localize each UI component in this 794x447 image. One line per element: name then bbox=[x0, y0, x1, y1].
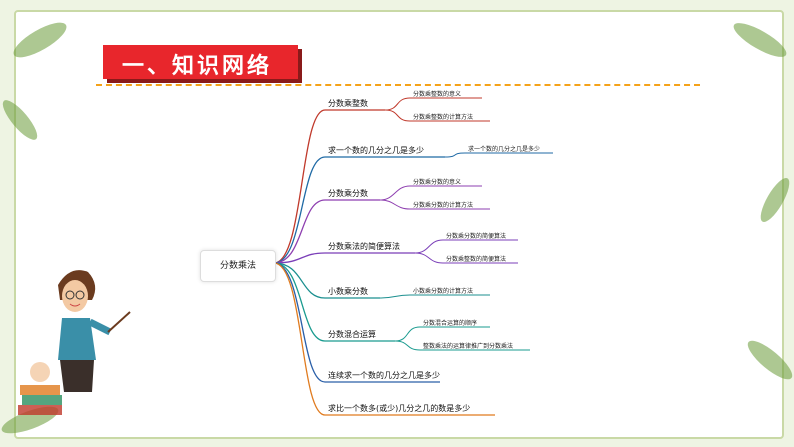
child-label: 分数乘整数的简便算法 bbox=[446, 256, 507, 263]
child-label: 分数混合运算的顺序 bbox=[423, 320, 478, 327]
branch-connector bbox=[273, 252, 326, 264]
branch-connector bbox=[273, 262, 326, 416]
child-connector bbox=[379, 185, 411, 201]
branch-label: 分数乘分数 bbox=[328, 189, 368, 198]
section-title: 一、知识网络 bbox=[122, 54, 273, 79]
child-label: 分数乘整数的计算方法 bbox=[413, 114, 474, 121]
branch-label: 分数混合运算 bbox=[328, 330, 376, 339]
branch-label: 求比一个数多(或少)几分之几的数是多少 bbox=[328, 404, 471, 413]
child-label: 整数乘法的运算律推广到分数乘法 bbox=[423, 343, 514, 350]
child-label: 分数乘分数的简便算法 bbox=[446, 233, 507, 240]
content-frame bbox=[14, 10, 784, 439]
branch-label: 连续求一个数的几分之几是多少 bbox=[328, 371, 440, 380]
mindmap-root: 分数乘法 bbox=[200, 250, 276, 282]
child-connector bbox=[379, 199, 411, 210]
child-connector bbox=[384, 97, 411, 111]
branch-label: 小数乘分数 bbox=[328, 287, 368, 296]
branch-connector bbox=[273, 156, 326, 264]
child-label: 分数乘分数的计算方法 bbox=[413, 202, 474, 209]
section-title-box bbox=[103, 45, 298, 79]
branch-label: 分数乘整数 bbox=[328, 99, 368, 108]
branch-label: 分数乘法的简便算法 bbox=[328, 242, 400, 251]
branch-connector bbox=[273, 109, 326, 264]
child-label: 求一个数的几分之几是多少 bbox=[468, 146, 541, 153]
child-connector bbox=[379, 294, 411, 299]
child-connector bbox=[444, 152, 466, 158]
child-label: 分数乘分数的意义 bbox=[413, 179, 462, 186]
child-connector bbox=[414, 252, 444, 264]
branch-connector bbox=[273, 199, 326, 264]
child-label: 小数乘分数的计算方法 bbox=[413, 288, 474, 295]
child-connector bbox=[394, 326, 421, 342]
child-label: 分数乘整数的意义 bbox=[413, 91, 462, 98]
child-connector bbox=[384, 109, 411, 122]
branch-label: 求一个数的几分之几是多少 bbox=[328, 146, 424, 155]
title-divider bbox=[96, 84, 700, 86]
child-connector bbox=[414, 239, 444, 254]
branch-connector bbox=[273, 262, 326, 299]
branch-connector bbox=[273, 262, 326, 342]
child-connector bbox=[394, 340, 421, 351]
